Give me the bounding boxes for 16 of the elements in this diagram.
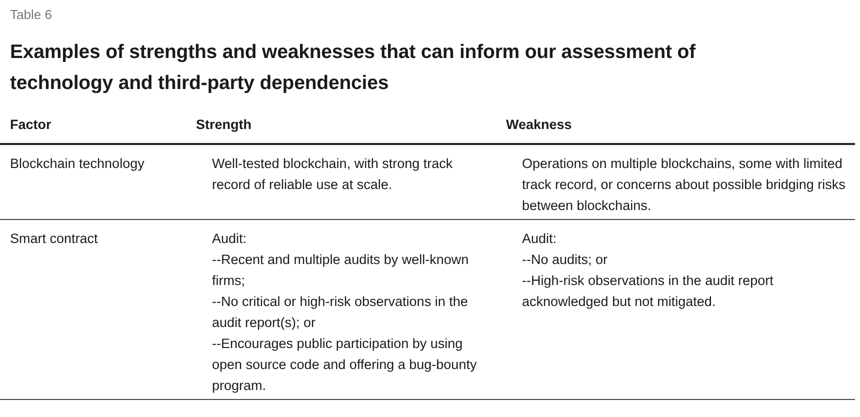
- cell-heading: Audit:: [522, 230, 558, 248]
- column-header: Weakness: [506, 116, 573, 134]
- table-title: Examples of strengths and weaknesses that can inform our assessment of technology and third-party dependencies: [10, 40, 697, 96]
- list-item: --Encourages public participation by using open source code and offering a bug-bounty program.: [212, 335, 478, 395]
- cell-heading: Audit:: [212, 230, 248, 248]
- list-item: --High-risk observations in the audit report acknowledged but not mitigated.: [522, 272, 774, 311]
- column-header: Strength: [196, 116, 252, 134]
- row-label: Blockchain technology: [10, 155, 146, 173]
- table-number: Table 6: [10, 6, 53, 24]
- list-item: --No audits; or: [522, 251, 609, 269]
- row-label: Smart contract: [10, 230, 99, 248]
- cell-text: Operations on multiple blockchains, some with limited track record, or concerns about possible bridging risks between blockchains.: [522, 155, 846, 215]
- cell-text: Well-tested blockchain, with strong track record of reliable use at scale.: [212, 155, 454, 194]
- list-item: --Recent and multiple audits by well-known firms;: [212, 251, 470, 290]
- column-header: Factor: [10, 116, 52, 134]
- list-item: --No critical or high-risk observations in the audit report(s); or: [212, 293, 469, 332]
